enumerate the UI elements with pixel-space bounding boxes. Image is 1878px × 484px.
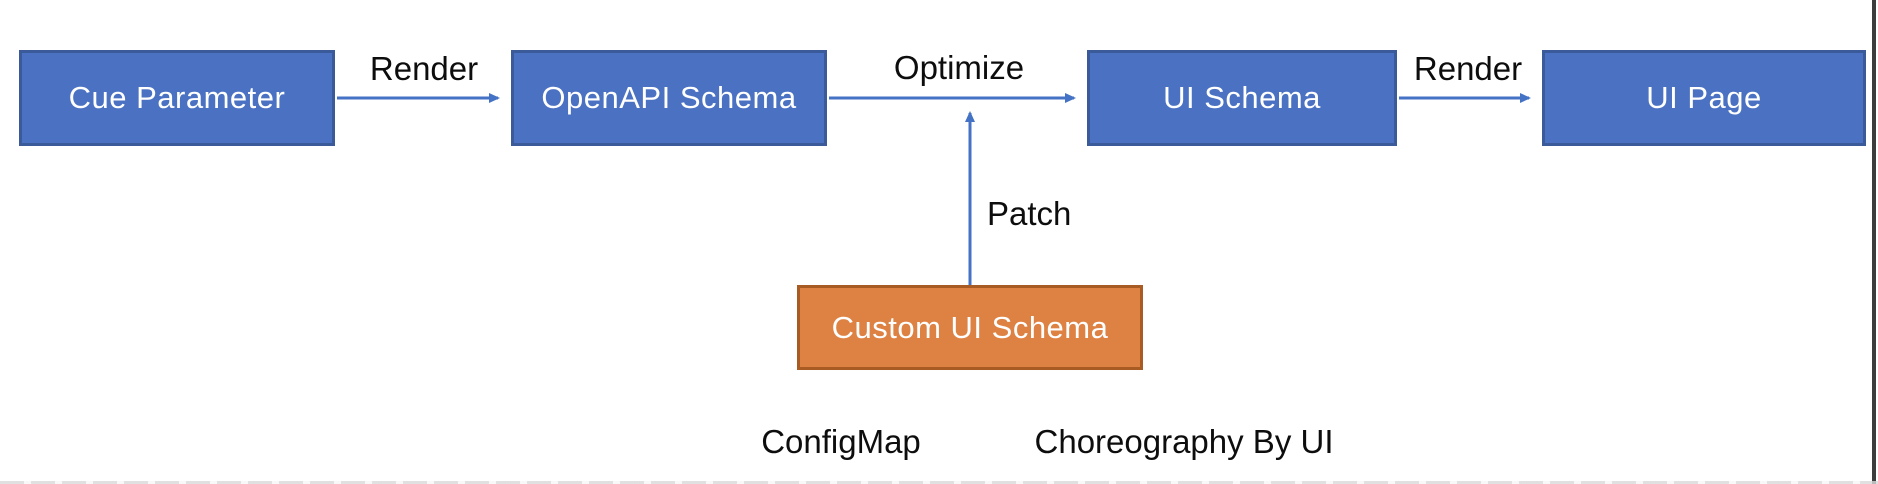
- window-right-edge-line: [1872, 0, 1876, 484]
- edge-label-render-1: Render: [369, 50, 479, 87]
- node-ui-page-label: UI Page: [1646, 80, 1762, 115]
- node-ui-schema-label: UI Schema: [1163, 80, 1321, 115]
- edge-label-patch: Patch: [987, 195, 1072, 232]
- footnote-configmap: ConfigMap: [761, 423, 921, 460]
- node-custom-ui-schema-label: Custom UI Schema: [831, 309, 1109, 345]
- bottom-edge-fringe: [0, 481, 1878, 484]
- node-ui-schema: UI Schema: [1087, 50, 1397, 146]
- node-ui-page: UI Page: [1542, 50, 1866, 146]
- node-openapi-schema-label: OpenAPI Schema: [541, 80, 797, 115]
- footnote-choreography-by-ui: Choreography By UI: [1034, 423, 1334, 460]
- node-openapi-schema: OpenAPI Schema: [511, 50, 827, 146]
- node-cue-parameter: Cue Parameter: [19, 50, 335, 146]
- edge-label-render-2: Render: [1413, 50, 1523, 87]
- edge-label-optimize: Optimize: [893, 49, 1025, 86]
- node-custom-ui-schema: Custom UI Schema: [797, 285, 1143, 370]
- node-cue-parameter-label: Cue Parameter: [68, 80, 286, 115]
